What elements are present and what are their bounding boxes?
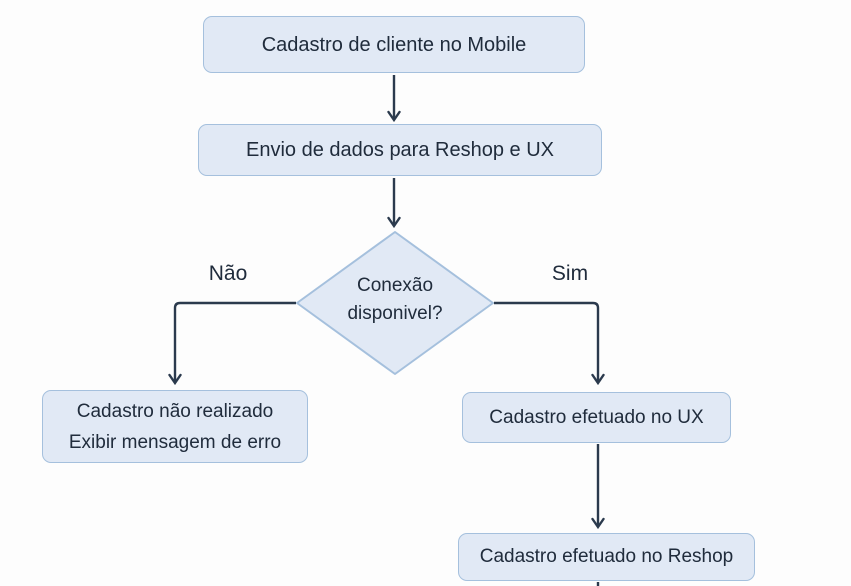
node-reshop-label: Cadastro efetuado no Reshop — [479, 546, 734, 567]
node-ux: Cadastro efetuado no UX — [462, 392, 731, 443]
edge-no-branch — [175, 301, 296, 383]
edge-yes-branch — [494, 301, 598, 383]
branch-label-no: Não — [208, 262, 248, 285]
decision-line2: disponivel? — [347, 303, 443, 324]
node-fail: Cadastro não realizado Exibir mensagem d… — [42, 390, 308, 463]
node-fail-line2: Exibir mensagem de erro — [68, 431, 282, 453]
node-start: Cadastro de cliente no Mobile — [203, 16, 585, 73]
branch-label-yes: Sim — [551, 262, 589, 285]
node-reshop: Cadastro efetuado no Reshop — [458, 533, 755, 581]
node-start-label: Cadastro de cliente no Mobile — [261, 33, 527, 56]
node-ux-label: Cadastro efetuado no UX — [489, 406, 704, 428]
node-fail-line1: Cadastro não realizado — [76, 400, 274, 422]
node-decision-label: Conexão disponivel? — [295, 272, 495, 328]
decision-line1: Conexão — [356, 275, 434, 296]
decision-diamond — [296, 231, 494, 375]
node-send-label: Envio de dados para Reshop e UX — [246, 139, 554, 161]
node-send: Envio de dados para Reshop e UX — [198, 124, 602, 176]
